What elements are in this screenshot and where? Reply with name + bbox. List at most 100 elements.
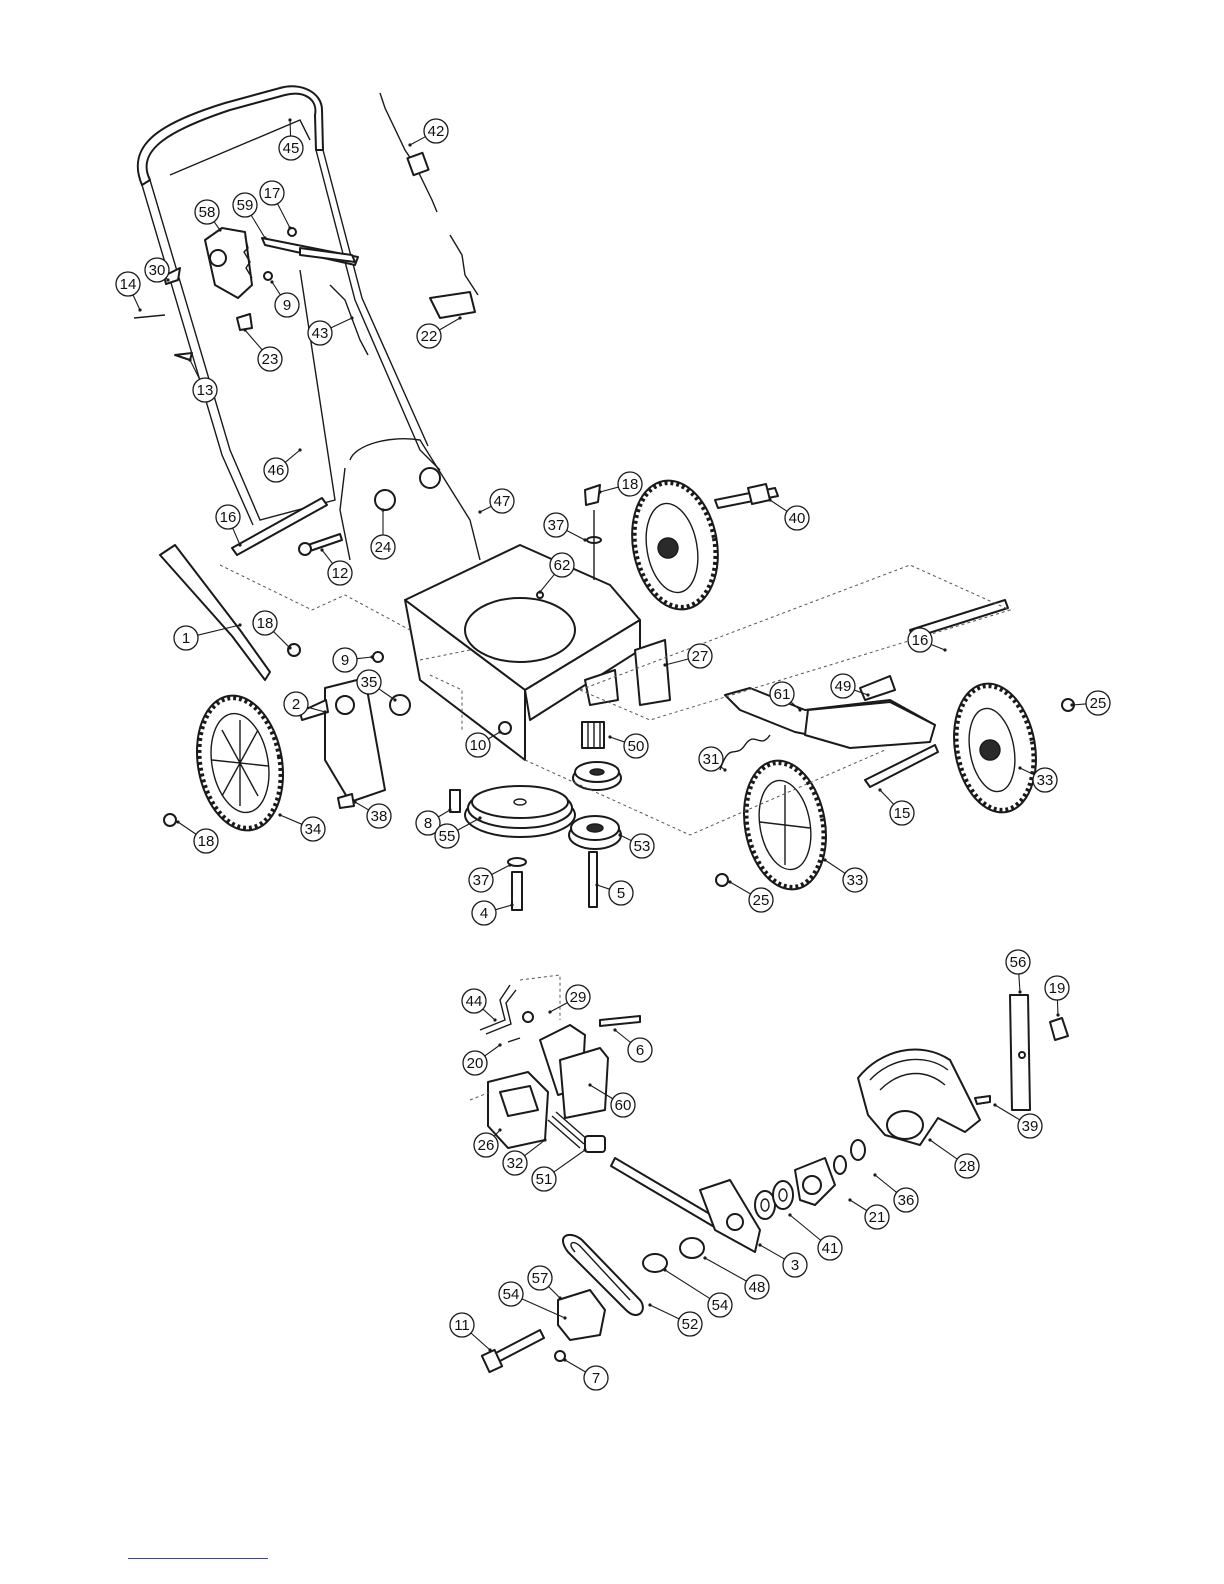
callout-number: 32: [507, 1155, 524, 1172]
callout-number: 50: [628, 738, 645, 755]
callout-leader: [567, 531, 585, 540]
wheel-33-left: [716, 754, 836, 896]
callout-20: 20: [463, 1043, 502, 1075]
callout-leader-tip: [823, 858, 826, 861]
callout-leader-tip: [353, 800, 356, 803]
callout-leader-tip: [943, 648, 946, 651]
callout-7: 7: [563, 1358, 608, 1390]
callout-23: 23: [243, 328, 282, 371]
callout-number: 26: [478, 1137, 495, 1154]
callout-number: 42: [428, 123, 445, 140]
callout-number: 40: [789, 510, 806, 527]
callout-number: 25: [753, 892, 770, 909]
callout-number: 27: [692, 648, 709, 665]
callout-leader-tip: [788, 1213, 791, 1216]
callout-25b: 25: [728, 880, 773, 912]
callout-leader-tip: [218, 228, 221, 231]
callout-leader: [480, 506, 491, 512]
callout-leader: [485, 1045, 500, 1056]
callout-number: 57: [532, 1270, 549, 1287]
callout-number: 18: [257, 615, 274, 632]
callout-37b: 37: [469, 863, 512, 892]
callout-10: 10: [466, 730, 502, 757]
callout-leader-tip: [878, 788, 881, 791]
callout-leader-tip: [176, 820, 179, 823]
callout-leader-tip: [648, 1303, 651, 1306]
callout-leader: [483, 1009, 495, 1020]
callout-leader: [273, 631, 290, 648]
callout-45: 45: [279, 118, 303, 160]
callout-leader-tip: [1018, 766, 1021, 769]
callout-16a: 16: [216, 505, 242, 547]
knobs: [375, 468, 440, 510]
callout-number: 13: [197, 382, 214, 399]
callout-leader: [1019, 974, 1020, 992]
callout-9a: 9: [333, 648, 374, 672]
callout-number: 2: [292, 696, 300, 713]
callout-leader: [597, 885, 610, 889]
callout-number: 31: [703, 751, 720, 768]
callout-number: 45: [283, 140, 300, 157]
callout-number: 56: [1010, 954, 1027, 971]
callout-number: 23: [262, 351, 279, 368]
callout-leader-tip: [488, 1348, 491, 1351]
callout-leader: [880, 790, 894, 804]
callout-leader-tip: [723, 768, 726, 771]
callout-number: 15: [894, 805, 911, 822]
callout-number: 7: [592, 1370, 600, 1387]
callout-37a: 37: [544, 513, 587, 542]
callout-52: 52: [648, 1303, 702, 1336]
callout-leader-tip: [478, 816, 481, 819]
callout-leader-tip: [320, 548, 323, 551]
callout-number: 58: [199, 204, 216, 221]
callout-number: 33: [1037, 772, 1054, 789]
callout-leader-tip: [1070, 703, 1073, 706]
callout-number: 59: [237, 197, 254, 214]
callout-number: 5: [617, 885, 625, 902]
callout-leader-tip: [993, 1103, 996, 1106]
callout-number: 8: [424, 815, 432, 832]
callout-number: 20: [467, 1055, 484, 1072]
handle-assembly: [138, 86, 480, 560]
callout-leader-tip: [583, 538, 586, 541]
callout-leader-tip: [498, 1043, 501, 1046]
callout-leader-tip: [798, 708, 801, 711]
callout-number: 37: [548, 517, 565, 534]
callout-56: 56: [1006, 950, 1030, 994]
callout-30: 30: [145, 258, 170, 282]
footer-link-underline[interactable]: [128, 1558, 268, 1559]
callout-48: 48: [703, 1256, 769, 1299]
callout-leader-tip: [323, 710, 326, 713]
callout-number: 51: [536, 1171, 553, 1188]
depth-lever: [160, 545, 300, 680]
callout-47: 47: [478, 489, 514, 514]
callout-leader-tip: [1018, 990, 1021, 993]
callout-53: 53: [618, 833, 654, 858]
callout-leader-tip: [728, 880, 731, 883]
frame-deck: [405, 545, 670, 760]
callout-number: 1: [182, 630, 190, 647]
callout-leader-tip: [408, 143, 411, 146]
callout-number: 16: [220, 509, 237, 526]
callout-15: 15: [878, 788, 914, 825]
callout-14: 14: [116, 272, 142, 312]
callout-leader-tip: [448, 808, 451, 811]
spring-bushing: [548, 1112, 605, 1152]
callout-number: 61: [774, 686, 791, 703]
callout-22: 22: [417, 316, 462, 348]
callout-leader-tip: [563, 1316, 566, 1319]
callout-number: 25: [1090, 695, 1107, 712]
callout-11: 11: [450, 1313, 492, 1352]
callout-leader-tip: [543, 1138, 546, 1141]
callout-leader: [331, 318, 352, 328]
callout-leader-tip: [583, 1148, 586, 1151]
callout-leader: [471, 1333, 490, 1350]
callout-leader: [825, 860, 845, 873]
callout-leader: [496, 905, 512, 910]
callout-leader: [705, 1258, 747, 1281]
callout-leader-tip: [138, 308, 141, 311]
callout-leader-tip: [458, 316, 461, 319]
callout-number: 55: [439, 828, 456, 845]
drive-shaft: [611, 1158, 760, 1252]
callout-leader-tip: [166, 278, 169, 281]
